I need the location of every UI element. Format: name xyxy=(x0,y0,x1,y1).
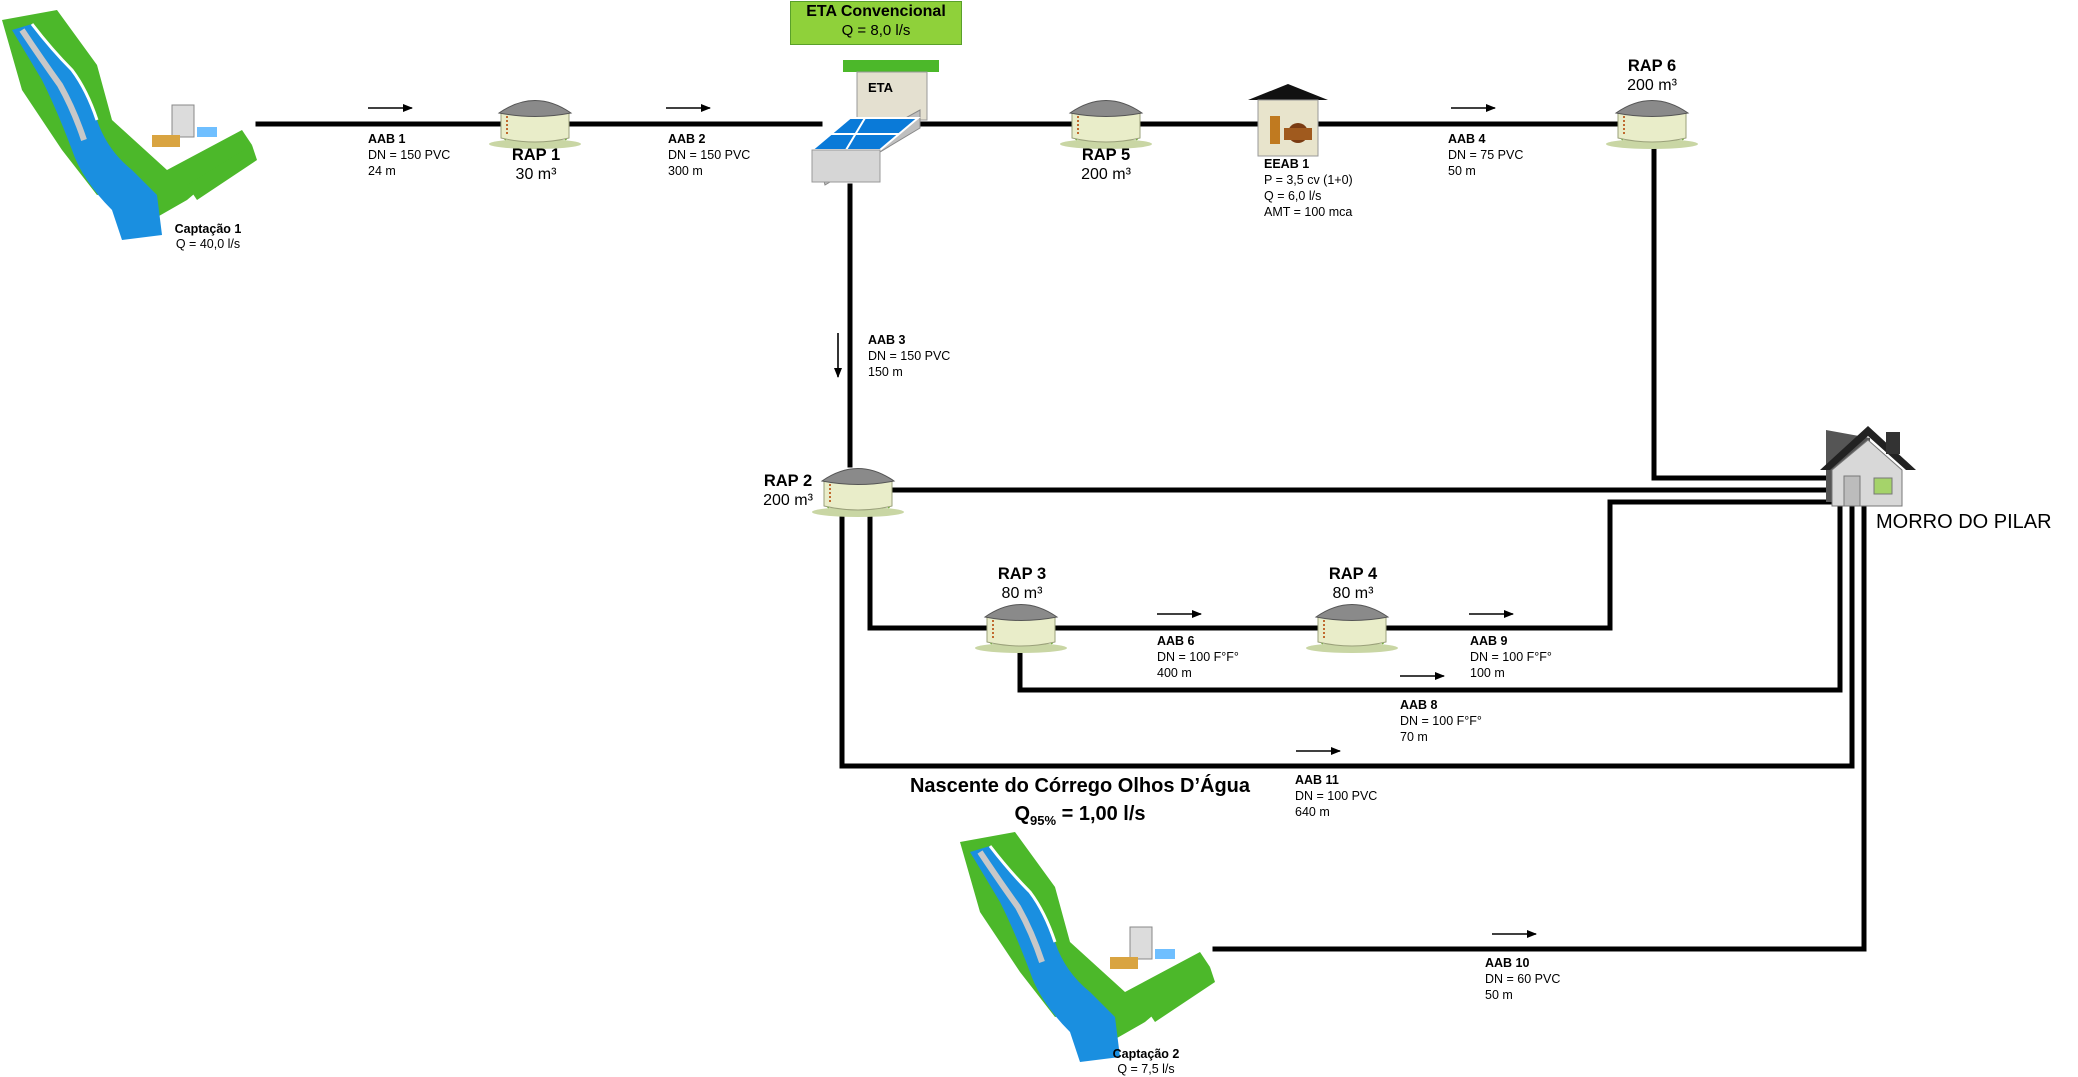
eeab1-label: EEAB 1 P = 3,5 cv (1+0) Q = 6,0 l/s AMT … xyxy=(1264,156,1353,220)
aab6-length: 400 m xyxy=(1157,666,1192,680)
rap6-town-pipe xyxy=(1651,139,1836,481)
aab10-dn: DN = 60 PVC xyxy=(1485,972,1561,986)
aab2-label: AAB 2 DN = 150 PVC 300 m xyxy=(668,131,750,179)
spring-title: Nascente do Córrego Olhos D’Água xyxy=(909,775,1251,797)
rap4-label: RAP 4 80 m³ xyxy=(1313,565,1393,603)
spring-title-block: Nascente do Córrego Olhos D’Água Q95% = … xyxy=(880,772,1280,835)
rap2-name: RAP 2 xyxy=(763,472,813,490)
aab9-pipe xyxy=(1381,499,1836,631)
town-house-icon xyxy=(1820,426,1916,507)
captacao-2-name: Captação 2 xyxy=(1112,1047,1180,1061)
aab8-pipe xyxy=(1017,502,1843,693)
captacao-2-flow: Q = 7,5 l/s xyxy=(1117,1062,1175,1076)
rap5-label: RAP 5 200 m³ xyxy=(1066,146,1146,184)
rap6-tank-icon xyxy=(1605,99,1699,150)
aab10-pipe xyxy=(1212,502,1867,952)
aab10-length: 50 m xyxy=(1485,988,1513,1002)
destination-label: MORRO DO PILAR xyxy=(1876,511,2052,533)
rap2-capacity: 200 m³ xyxy=(763,492,813,509)
aab8-dn: DN = 100 F°F° xyxy=(1400,714,1482,728)
aab11-length: 640 m xyxy=(1295,805,1330,819)
captacao-1-flow: Q = 40,0 l/s xyxy=(175,237,241,251)
aab1-label: AAB 1 DN = 150 PVC 24 m xyxy=(368,131,450,179)
eta-flow: Q = 8,0 l/s xyxy=(841,22,911,39)
eeab1-amt: AMT = 100 mca xyxy=(1264,205,1353,219)
rap4-name: RAP 4 xyxy=(1328,565,1378,583)
rap3-name: RAP 3 xyxy=(997,565,1047,583)
aab11-pipe xyxy=(839,502,1855,769)
rap6-name: RAP 6 xyxy=(1627,57,1677,75)
aab1-length: 24 m xyxy=(368,164,396,178)
aab3-name: AAB 3 xyxy=(868,333,906,347)
rap3-capacity: 80 m³ xyxy=(1001,585,1043,602)
eeab1-name: EEAB 1 xyxy=(1264,157,1310,171)
captacao-1-label: Captação 1 Q = 40,0 l/s xyxy=(128,222,288,252)
pump-station-icon xyxy=(1248,84,1328,157)
aab2-length: 300 m xyxy=(668,164,703,178)
eeab1-flow: Q = 6,0 l/s xyxy=(1264,189,1322,203)
aab9-name: AAB 9 xyxy=(1470,634,1508,648)
aab11-dn: DN = 100 PVC xyxy=(1295,789,1378,803)
aab4-label: AAB 4 DN = 75 PVC 50 m xyxy=(1448,131,1523,179)
aab4-dn: DN = 75 PVC xyxy=(1448,148,1524,162)
captacao-2-label: Captação 2 Q = 7,5 l/s xyxy=(1066,1047,1226,1077)
rap4-tank-icon xyxy=(1305,603,1399,654)
captacao-1-icon xyxy=(2,10,257,240)
rap1-name: RAP 1 xyxy=(511,146,561,164)
aab1-name: AAB 1 xyxy=(368,132,406,146)
aab3-length: 150 m xyxy=(868,365,903,379)
aab3-dn: DN = 150 PVC xyxy=(868,349,951,363)
rap6-label: RAP 6 200 m³ xyxy=(1612,57,1692,95)
eta-icon-label: ETA xyxy=(868,80,894,95)
aab9-length: 100 m xyxy=(1470,666,1505,680)
aab11-label: AAB 11 DN = 100 PVC 640 m xyxy=(1295,772,1377,820)
rap3-label: RAP 3 80 m³ xyxy=(982,565,1062,603)
rap2-rap3-pipe xyxy=(867,509,993,631)
aab8-label: AAB 8 DN = 100 F°F° 70 m xyxy=(1400,697,1482,745)
aab2-name: AAB 2 xyxy=(668,132,706,146)
aab10-label: AAB 10 DN = 60 PVC 50 m xyxy=(1485,955,1560,1003)
eta-convencional-label: ETA Convencional Q = 8,0 l/s xyxy=(790,1,962,45)
aab9-dn: DN = 100 F°F° xyxy=(1470,650,1552,664)
aab4-name: AAB 4 xyxy=(1448,132,1486,146)
aab1-dn: DN = 150 PVC xyxy=(368,148,451,162)
rap1-label: RAP 1 30 m³ xyxy=(496,146,576,184)
aab3-label: AAB 3 DN = 150 PVC 150 m xyxy=(868,332,950,380)
rap4-capacity: 80 m³ xyxy=(1332,585,1374,602)
aab10-name: AAB 10 xyxy=(1485,956,1530,970)
aab4-length: 50 m xyxy=(1448,164,1476,178)
rap6-capacity: 200 m³ xyxy=(1627,77,1677,94)
rap2-label: RAP 2 200 m³ xyxy=(748,472,828,510)
aab2-dn: DN = 150 PVC xyxy=(668,148,751,162)
aab11-name: AAB 11 xyxy=(1295,773,1339,787)
aab6-label: AAB 6 DN = 100 F°F° 400 m xyxy=(1157,633,1239,681)
aab6-dn: DN = 100 F°F° xyxy=(1157,650,1239,664)
rap5-capacity: 200 m³ xyxy=(1081,166,1131,183)
eeab1-power: P = 3,5 cv (1+0) xyxy=(1264,173,1353,187)
aab9-label: AAB 9 DN = 100 F°F° 100 m xyxy=(1470,633,1552,681)
captacao-2-icon xyxy=(960,832,1215,1062)
rap5-tank-icon xyxy=(1059,99,1153,150)
rap5-name: RAP 5 xyxy=(1081,146,1131,164)
rap3-tank-icon xyxy=(974,603,1068,654)
rap1-tank-icon xyxy=(488,99,582,150)
aab6-name: AAB 6 xyxy=(1157,634,1195,648)
aab8-name: AAB 8 xyxy=(1400,698,1438,712)
captacao-1-name: Captação 1 xyxy=(174,222,242,236)
eta-title: ETA Convencional xyxy=(806,3,946,20)
spring-flow: Q95% = 1,00 l/s xyxy=(1014,803,1146,828)
aab8-length: 70 m xyxy=(1400,730,1428,744)
rap1-capacity: 30 m³ xyxy=(515,166,557,183)
eta-building-icon xyxy=(809,60,939,186)
